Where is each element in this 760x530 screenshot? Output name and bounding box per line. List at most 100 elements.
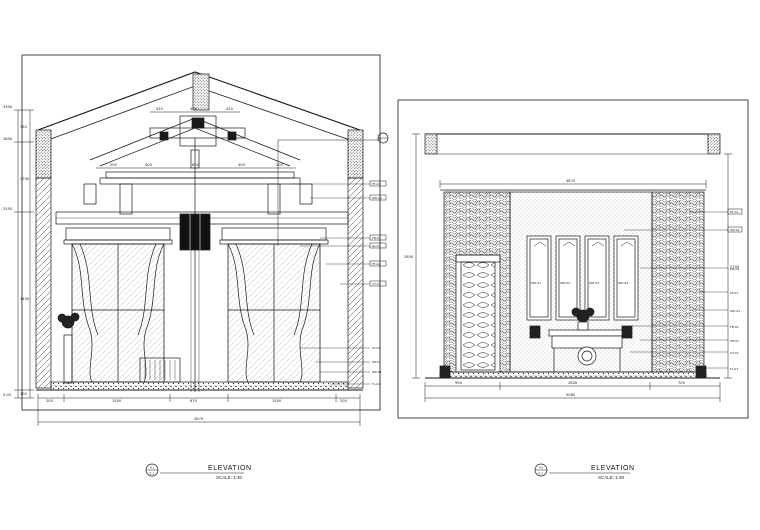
- flower-vase: [571, 307, 595, 331]
- floor-band-right: [439, 371, 707, 379]
- callout-left-10: FL-01: [372, 382, 380, 386]
- vdim-left-3: 1450: [20, 297, 30, 301]
- ceiling-pier-right: [707, 133, 721, 155]
- callout-left-9: WP-01: [372, 370, 382, 374]
- dim-right-right-height: 2700: [730, 265, 740, 269]
- wall-pier-left: [35, 129, 52, 179]
- updim-left-2: 400: [145, 163, 153, 167]
- dim-right-top: 4870: [566, 179, 576, 183]
- tie-beam-top: [105, 171, 295, 179]
- center-shutter: [179, 213, 211, 251]
- elevation-left: [14, 54, 389, 426]
- curtain-right-b: [299, 243, 321, 383]
- panel-label-4: WD-04: [618, 281, 628, 285]
- callout-right-9: FL-01: [730, 367, 738, 371]
- strut-right: [267, 183, 281, 215]
- wave-panel-right: [651, 191, 705, 373]
- left-dim-labels: 670 1500 1500 200 200 4870 3300 2800 255…: [3, 105, 382, 421]
- callout-right-8: CT-01: [730, 351, 739, 355]
- stone-door: [460, 261, 496, 371]
- callout-left-1: PT-01: [372, 182, 380, 186]
- vdim-left-4: 100: [20, 392, 28, 396]
- wall-section-left: [35, 177, 52, 389]
- title-tag-left: A1: [150, 466, 154, 470]
- title-tag-right: A2: [539, 466, 543, 470]
- vdim-left-2: 350: [20, 125, 28, 129]
- topdim-left-3: 420: [226, 107, 234, 111]
- title-right: ELEVATION: [591, 465, 635, 472]
- callout-left-5: PT-02: [372, 262, 380, 266]
- ridge-post: [192, 73, 210, 111]
- art-panels: [526, 235, 639, 321]
- dim-left-bottom-3: 670: [190, 399, 198, 403]
- dim-left-overall: 4870: [194, 417, 204, 421]
- strut-left: [119, 183, 133, 215]
- valance-left: [65, 227, 171, 241]
- roof-outer: [37, 71, 361, 131]
- curtain-left-a: [71, 243, 93, 383]
- beam-end-right: [299, 183, 313, 205]
- left-callouts: PT-01 WD-01 FB-01 GL-01 PT-02 CT-01 ST-0…: [372, 182, 382, 386]
- callout-left-8: MT-01: [372, 360, 381, 364]
- dim-left-bottom-4: 1500: [272, 399, 282, 403]
- title-block-right: A2 E-1 ELEVATION SCALE: 1:30: [534, 463, 635, 480]
- callout-left-3: FB-01: [372, 236, 381, 240]
- updim-left-3: 600: [192, 163, 200, 167]
- scale-right: SCALE: 1:30: [598, 475, 625, 480]
- dim-right-seg-3: 700: [678, 381, 686, 385]
- left-frame: [21, 54, 381, 411]
- ceiling-pier-left: [424, 133, 438, 155]
- title-sheetref-left: E-1: [150, 472, 155, 476]
- dim-right-overall: 5060: [566, 393, 576, 397]
- callout-right-4: ST-01: [730, 291, 738, 295]
- elevation-right: [397, 99, 749, 419]
- callout-right-1: PT-01: [730, 210, 738, 214]
- right-frame: [397, 99, 749, 419]
- console-table: [529, 325, 633, 372]
- dim-right-left-height: 2850: [404, 255, 414, 259]
- truss-node: [191, 117, 205, 129]
- valance-right: [221, 227, 327, 241]
- vdim-left-1: 2700: [20, 177, 30, 181]
- curtain-left-b: [143, 243, 165, 383]
- right-dim-labels: 4870 5060 900 2800 700 2850 2700 WD-01 W…: [404, 179, 740, 397]
- updim-left-4: 400: [238, 163, 246, 167]
- panel-label-1: WD-01: [531, 281, 541, 285]
- truss-bracket-left: [159, 131, 169, 141]
- valance-rod-right: [219, 239, 329, 245]
- wall-pier-right: [347, 129, 364, 179]
- callout-right-3: MR-01: [730, 267, 740, 271]
- callout-right-7: MT-01: [730, 339, 739, 343]
- dim-right-seg-1: 900: [455, 381, 463, 385]
- dim-left-bottom-1: 200: [46, 399, 54, 403]
- title-left: ELEVATION: [208, 465, 252, 472]
- updim-left-1: 200: [110, 163, 118, 167]
- dim-left-bottom-5: 200: [340, 399, 348, 403]
- topdim-left-1: 420: [156, 107, 164, 111]
- floor-band: [50, 381, 349, 391]
- callout-left-6: CT-01: [372, 282, 381, 286]
- title-block-left: A1 E-1 ELEVATION SCALE: 1:30: [145, 463, 252, 480]
- callout-right-2: WP-01: [730, 228, 740, 232]
- section-marker-label: A: [379, 137, 382, 141]
- valance-rod-left: [63, 239, 173, 245]
- right-callouts: PT-01 WP-01 MR-01 ST-01 WD-01 FB-01 MT-0…: [730, 210, 740, 371]
- level-left-1: 3300: [3, 105, 13, 109]
- panel-label-3: WD-03: [589, 281, 599, 285]
- beam-end-left: [83, 183, 97, 205]
- truss-bracket-right: [227, 131, 237, 141]
- callout-left-2: WD-01: [372, 196, 382, 200]
- potted-plant-left: [57, 312, 80, 384]
- callout-left-4: GL-01: [372, 244, 381, 248]
- callout-left-7: ST-01: [372, 346, 380, 350]
- callout-leaders-right: [624, 211, 728, 369]
- curtain-right-a: [227, 243, 249, 383]
- updim-left-5: 200: [276, 163, 284, 167]
- level-left-2: 2800: [3, 137, 13, 141]
- panel-label-2: WD-02: [560, 281, 570, 285]
- dim-left-bottom-2: 1500: [112, 399, 122, 403]
- level-left-3: 2550: [3, 207, 13, 211]
- callout-right-6: FB-01: [730, 325, 739, 329]
- callout-right-5: WD-01: [730, 309, 740, 313]
